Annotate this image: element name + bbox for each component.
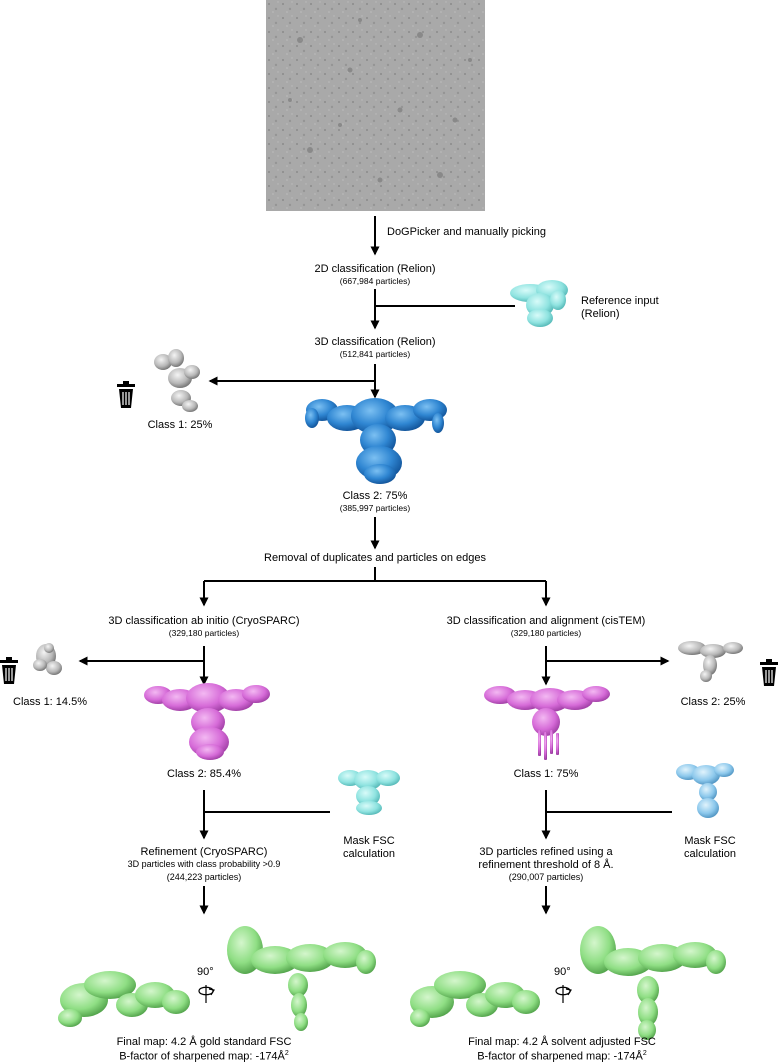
class1-label: Class 1: 25% [147,419,213,431]
left-final-map-front [58,971,190,1027]
left-count: (329,180 particles) [168,628,240,638]
right-final-map-side [580,926,726,1040]
class2-label: Class 2: 75% [342,490,408,502]
reference-map [510,280,568,327]
reference-label-line2: (Relion) [581,308,620,320]
left-final-line2: B-factor of sharpened map: -174Å2 [119,1050,289,1062]
right-refine-line2: refinement threshold of 8 Å. [478,859,614,871]
left-mask-map [338,770,400,815]
right-keep-label: Class 1: 75% [513,768,579,780]
right-class1-map [484,686,610,760]
right-final-line1: Final map: 4.2 Å solvent adjusted FSC [468,1036,656,1048]
flow-arrows [78,216,672,915]
left-mask-line2: calculation [343,848,395,860]
class1-discard-map [154,349,200,412]
left-title: 3D classification ab initio (CryoSPARC) [108,615,300,627]
micrograph-image [266,0,485,211]
left-rotation-label: 90° [197,966,214,978]
left-final-line1: Final map: 4.2 Å gold standard FSC [116,1036,292,1048]
reference-label-line1: Reference input [581,295,659,307]
left-discard-label: Class 1: 14.5% [13,696,87,708]
right-mask-line2: calculation [684,848,736,860]
right-final-map-front [410,971,540,1027]
class2d-count: (667,984 particles) [339,276,411,286]
trash-icon [760,659,778,686]
class3d-title: 3D classification (Relion) [314,336,436,348]
right-rotation-label: 90° [554,966,571,978]
left-keep-label: Class 2: 85.4% [167,768,241,780]
right-discard-label: Class 2: 25% [680,696,746,708]
right-final-line2-text: B-factor of sharpened map: -174Å [477,1050,643,1062]
right-count: (329,180 particles) [510,628,582,638]
class2-count: (385,997 particles) [339,503,411,513]
left-refine-title: Refinement (CryoSPARC) [140,846,268,858]
class3d-count: (512,841 particles) [339,349,411,359]
class2d-title: 2D classification (Relion) [314,263,436,275]
trash-icon [0,657,18,684]
removal-label: Removal of duplicates and particles on e… [264,552,486,564]
left-refine-count: (244,223 particles) [166,872,242,882]
left-final-map-side [227,926,376,1031]
right-discard-map [678,641,743,682]
right-final-sup: 2 [642,1050,647,1057]
left-discard-map [33,643,62,675]
trash-icon [117,381,135,408]
rotate-arrow-icon [555,985,572,1003]
right-final-line2: B-factor of sharpened map: -174Å2 [477,1050,647,1062]
left-refine-sub: 3D particles with class probability >0.9 [127,859,281,869]
right-mask-map [676,763,734,818]
right-title: 3D classification and alignment (cisTEM) [446,615,646,627]
picking-label: DoGPicker and manually picking [387,226,546,238]
right-mask-line1: Mask FSC [684,835,736,847]
left-final-line2-text: B-factor of sharpened map: -174Å [119,1050,285,1062]
left-class2-map [144,683,270,760]
class2-blue-map [305,398,447,484]
right-refine-count: (290,007 particles) [508,872,584,882]
rotate-arrow-icon [198,985,215,1003]
left-final-sup: 2 [284,1050,289,1057]
left-mask-line1: Mask FSC [343,835,395,847]
right-refine-line1: 3D particles refined using a [479,846,613,858]
